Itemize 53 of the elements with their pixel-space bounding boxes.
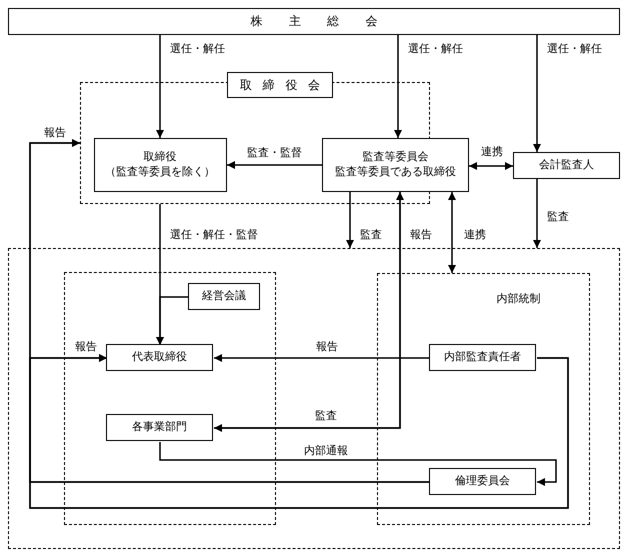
edge-label: 報告 bbox=[314, 340, 340, 354]
dashed-region bbox=[8, 248, 620, 549]
arrow bbox=[346, 192, 354, 248]
edge-label: 内部通報 bbox=[302, 444, 350, 458]
arrow bbox=[394, 35, 402, 138]
assembly-bar bbox=[8, 8, 620, 35]
box-label: 内部監査責任者 bbox=[444, 350, 521, 365]
edge-label: 監査 bbox=[313, 409, 339, 422]
box-label: 倫理委員会 bbox=[455, 474, 510, 489]
group-label: 内部統制 bbox=[496, 292, 540, 305]
arrow bbox=[159, 442, 557, 486]
arrow bbox=[156, 35, 164, 138]
process-box bbox=[188, 283, 260, 310]
group-frame bbox=[376, 272, 590, 524]
process-box bbox=[513, 152, 620, 179]
process-box bbox=[429, 344, 536, 371]
process-box bbox=[106, 414, 213, 441]
edge-label: 連携 bbox=[462, 228, 488, 242]
dashed-region bbox=[64, 272, 276, 524]
edge-label: 選任・解任・監督 bbox=[168, 228, 260, 242]
edge-label: 連携 bbox=[479, 145, 505, 158]
box-label: 株主総会 bbox=[249, 13, 404, 30]
arrow bbox=[533, 35, 541, 152]
arrow bbox=[214, 354, 430, 362]
edge-label: 選任・解任 bbox=[168, 42, 227, 56]
box-label: 取締役会 bbox=[238, 76, 331, 94]
process-box bbox=[106, 344, 213, 371]
edge-label: 選任・解任 bbox=[545, 42, 604, 56]
edge-label: 報告 bbox=[42, 126, 68, 140]
edge-label: 報告 bbox=[408, 228, 434, 242]
box-label: 監査等委員である取締役 bbox=[335, 165, 456, 180]
box-label: 経営会議 bbox=[202, 289, 246, 304]
arrow bbox=[156, 296, 189, 345]
process-box bbox=[94, 138, 226, 192]
box-label: 代表取締役 bbox=[132, 350, 187, 365]
arrow bbox=[227, 161, 322, 169]
box-label: （監査等委員を除く） bbox=[105, 164, 215, 180]
box-label: 監査等委員会 bbox=[362, 150, 428, 165]
heading-box bbox=[227, 72, 333, 98]
box-label: 取締役 bbox=[144, 150, 176, 164]
arrow bbox=[469, 162, 513, 170]
arrow bbox=[533, 179, 541, 248]
edge-label: 監査 bbox=[545, 210, 571, 224]
box-label: 会計監査人 bbox=[539, 158, 594, 173]
edge-label: 選任・解任 bbox=[406, 42, 465, 56]
process-box bbox=[429, 468, 536, 495]
box-label: 各事業部門 bbox=[132, 420, 187, 435]
process-box bbox=[322, 138, 469, 192]
edge-label: 監査 bbox=[358, 228, 384, 242]
arrow bbox=[448, 192, 456, 273]
arrow bbox=[29, 354, 430, 483]
edge-label: 監査・監督 bbox=[245, 146, 304, 160]
edge-label: 報告 bbox=[73, 340, 99, 354]
